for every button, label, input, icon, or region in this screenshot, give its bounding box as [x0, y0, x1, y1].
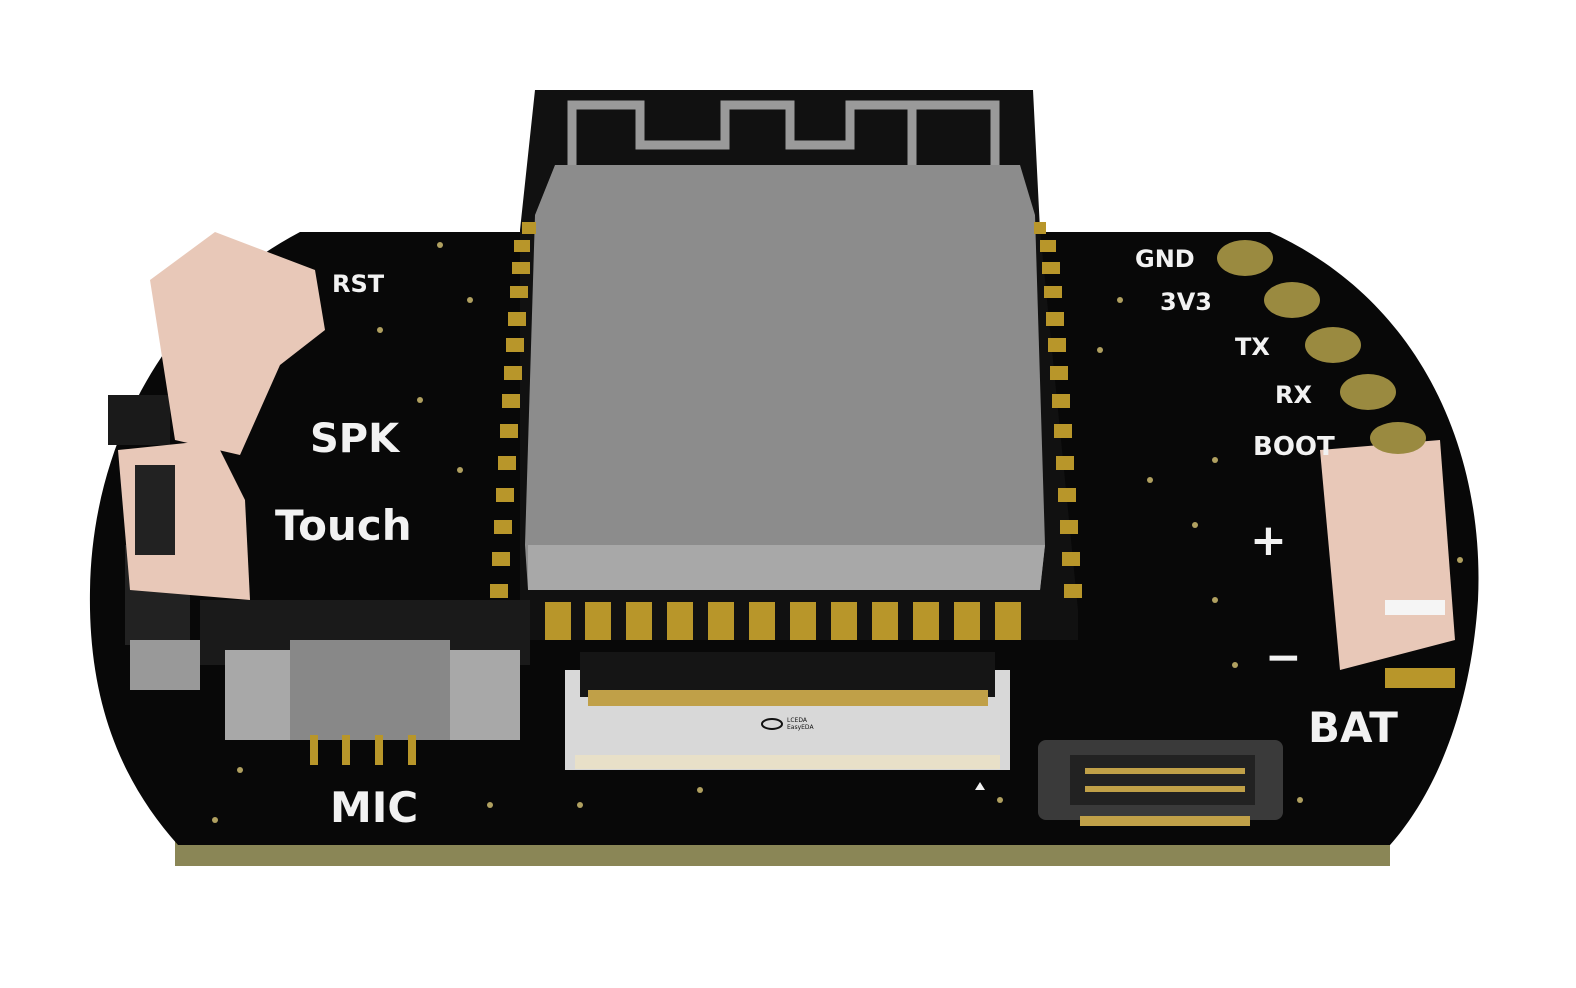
module-pads-left: [490, 222, 536, 598]
bat-connector: [1320, 440, 1455, 688]
label-3v3: 3V3: [1160, 288, 1212, 316]
label-minus: −: [1265, 632, 1302, 683]
module-pads-right: [1034, 222, 1082, 598]
left-side-components: [108, 232, 325, 690]
label-rx: RX: [1275, 381, 1312, 409]
label-tx: TX: [1235, 333, 1270, 361]
wifi-module: [490, 90, 1082, 640]
label-bat: BAT: [1308, 703, 1398, 752]
rf-shield: [525, 165, 1045, 590]
header-pads: [1217, 240, 1426, 454]
label-spk: SPK: [310, 416, 401, 462]
svg-text:EasyEDA: EasyEDA: [787, 724, 814, 731]
easyeda-logo: LCEDA EasyEDA: [761, 717, 814, 731]
label-mic: MIC: [330, 783, 418, 832]
module-pads-bottom: [545, 602, 1021, 640]
label-plus: +: [1250, 515, 1287, 566]
board-edge: [175, 840, 1390, 866]
label-touch: Touch: [275, 501, 412, 550]
fpc-connector: LCEDA EasyEDA: [565, 652, 1010, 790]
label-gnd: GND: [1135, 245, 1195, 273]
mic-connector: [200, 600, 530, 765]
svg-text:LCEDA: LCEDA: [787, 717, 808, 724]
antenna-trace: [567, 100, 1000, 165]
vias: [212, 242, 1463, 823]
label-boot: BOOT: [1253, 432, 1335, 462]
label-rst: RST: [332, 270, 385, 298]
board-to-board-connector: [1038, 740, 1283, 826]
